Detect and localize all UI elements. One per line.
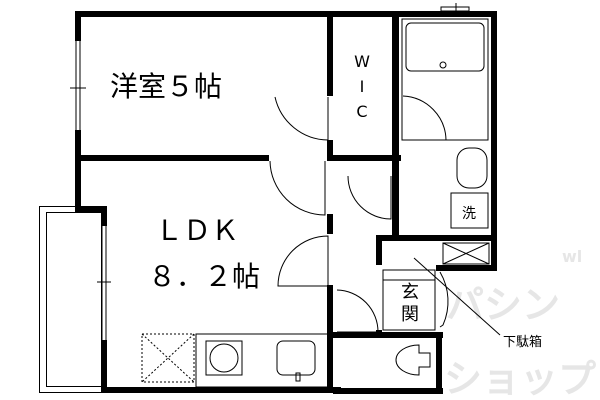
watermark-line1: パシン xyxy=(446,283,560,327)
shoe-box-label: 下駄箱 xyxy=(503,334,542,350)
shoe-box-icon xyxy=(442,242,490,265)
washer-space xyxy=(450,192,489,229)
walls xyxy=(75,11,497,394)
wic-label-i: I xyxy=(360,77,365,96)
kitchen-sink-icon xyxy=(276,340,316,376)
shoe-box-leader xyxy=(413,257,501,336)
toilet-icon xyxy=(395,344,431,376)
kitchen-counter xyxy=(195,333,330,388)
watermark-line2: ショップ xyxy=(444,357,596,400)
stove-icon xyxy=(205,340,243,376)
windows xyxy=(70,3,470,340)
watermark-small: wl xyxy=(562,247,582,266)
balcony xyxy=(39,206,102,393)
fridge-space xyxy=(141,333,195,383)
watermark: パシン ショップ wl xyxy=(444,247,596,400)
entrance-label-1: 玄 xyxy=(401,282,419,303)
western-room-label: 洋室５帖 xyxy=(110,70,222,103)
wic-label-w: W xyxy=(354,52,370,71)
bathtub-icon xyxy=(405,22,485,72)
wic-label-c: C xyxy=(356,102,367,121)
ldk-size-label: ８．２帖 xyxy=(148,260,260,293)
doors xyxy=(269,95,449,333)
washer-label: 洗 xyxy=(462,206,476,222)
entrance-label-2: 関 xyxy=(401,304,419,325)
drain-icon xyxy=(439,61,447,69)
fixtures xyxy=(141,18,501,388)
sink-icon xyxy=(456,147,488,189)
bathtub-area xyxy=(401,18,489,141)
ldk-label: ＬＤＫ xyxy=(155,214,239,247)
